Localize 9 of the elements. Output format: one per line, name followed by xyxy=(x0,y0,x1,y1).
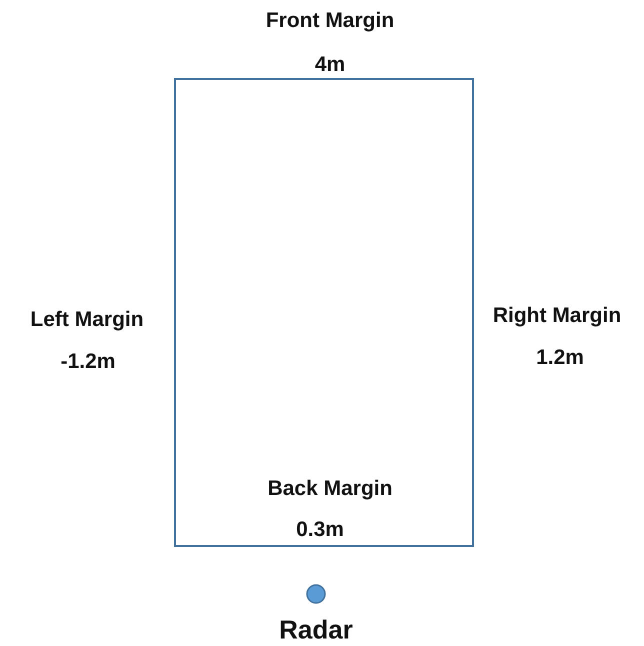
margin-label: Right Margin xyxy=(492,304,622,328)
margin-value: 0.3m xyxy=(296,518,344,542)
radar-label: Radar xyxy=(279,614,353,646)
margin-value: 1.2m xyxy=(536,346,584,370)
margin-label: Left Margin xyxy=(30,308,144,332)
margin-label: Front Margin xyxy=(266,9,394,33)
margin-value: -1.2m xyxy=(60,350,116,374)
margin-label: Back Margin xyxy=(268,477,392,501)
margin-value: 4m xyxy=(314,53,346,77)
